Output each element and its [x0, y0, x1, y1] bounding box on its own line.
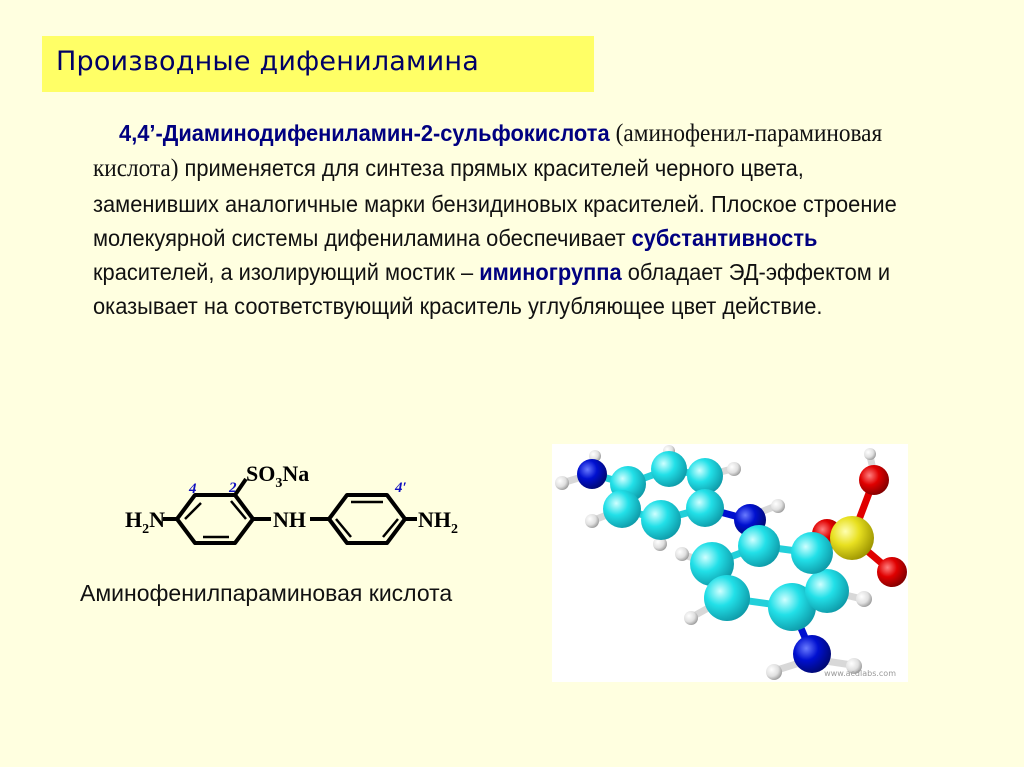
- compound-synonym: (аминофенил-параминовая кислота): [93, 120, 883, 183]
- sulfonate-group: SO3Na: [246, 461, 309, 491]
- model-watermark: www.acdlabs.com: [824, 669, 896, 678]
- paragraph-text-3: обладает ЭД-эффектом и оказывает на соот…: [93, 259, 891, 320]
- 3d-molecule-model: www.acdlabs.com: [552, 444, 908, 682]
- slide-title: Производные дифениламина: [56, 46, 479, 77]
- title-highlight-box: [42, 36, 594, 92]
- paragraph-text-1: применяется для синтеза прямых красителе…: [93, 155, 897, 251]
- amino-group-left: H2N: [125, 507, 165, 537]
- paragraph-text-2: красителей, а изолирующий мостик –: [93, 259, 474, 286]
- compound-name: 4,4’-Диаминодифениламин-2-сульфокислота: [119, 120, 610, 146]
- position-4-label: 4: [188, 481, 197, 497]
- position-4prime-label: 4′: [394, 480, 407, 496]
- body-paragraph: 4,4’-Диаминодифениламин-2-сульфокислота …: [93, 116, 911, 324]
- ball-and-stick-model-icon: [555, 445, 907, 680]
- keyword-imino-group: иминогруппа: [479, 259, 622, 286]
- position-2-label: 2: [228, 480, 237, 496]
- amino-group-right: NH2: [418, 507, 458, 537]
- structural-formula: H2N NH NH2 SO3Na 4 2 4′: [125, 461, 458, 545]
- imino-bridge: NH: [273, 507, 306, 532]
- keyword-substantivity: субстантивность: [631, 224, 818, 251]
- formula-caption: Аминофенилпараминовая кислота: [80, 580, 453, 606]
